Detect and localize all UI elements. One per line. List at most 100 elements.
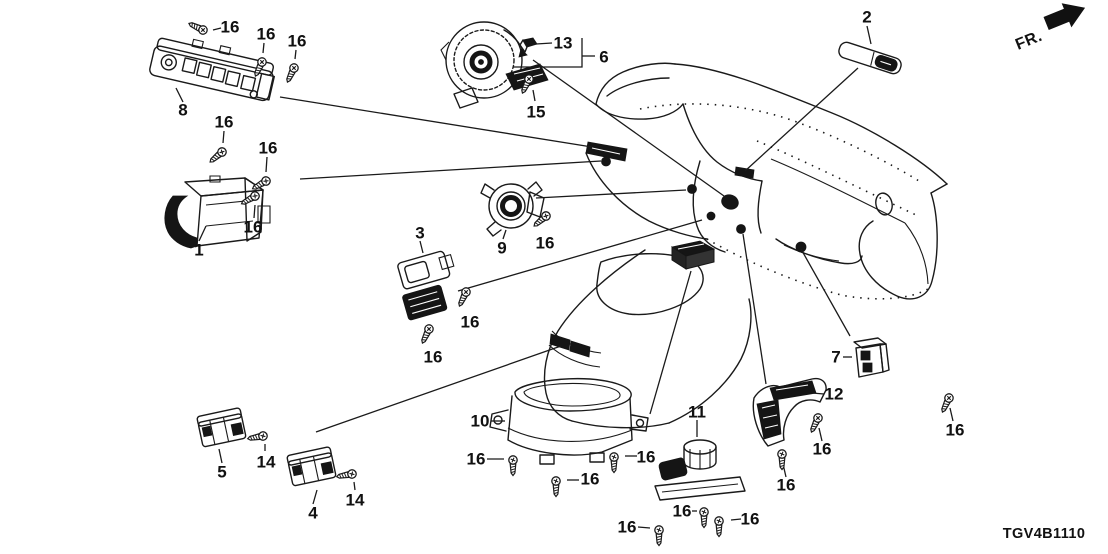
fr-arrow-icon (1043, 3, 1086, 31)
switch-location-7 (796, 242, 806, 252)
fr-direction: FR. (1013, 3, 1086, 54)
part-label-16: 16 (777, 476, 796, 495)
part-label-16: 16 (424, 348, 443, 367)
screw-icon (806, 411, 825, 435)
leader-line (223, 131, 224, 143)
screw-icon (508, 455, 518, 477)
part-label-16: 16 (467, 450, 486, 469)
fr-label: FR. (1013, 28, 1045, 54)
part-label-7: 7 (831, 348, 840, 367)
leader-line (300, 161, 601, 179)
part-5-switch (197, 408, 246, 447)
part-6-rotary-knob (441, 22, 548, 108)
screw-icon (530, 209, 553, 230)
leader-line (536, 190, 686, 198)
leader-line (458, 220, 702, 291)
leader-line (354, 482, 355, 490)
leader-line (650, 271, 691, 414)
leader-line (213, 28, 221, 30)
screw-icon (246, 430, 269, 444)
part-label-16: 16 (946, 421, 965, 440)
screw-icon (454, 285, 473, 309)
leader-line (263, 43, 264, 53)
part-label-16: 16 (288, 32, 307, 51)
leader-line (867, 26, 871, 44)
part-label-16: 16 (741, 510, 760, 529)
leader-line (313, 490, 317, 504)
part-label-11: 11 (688, 403, 706, 422)
dashboard-drawing (586, 63, 947, 299)
part-4-switch (287, 447, 336, 486)
part-label-16: 16 (618, 518, 637, 537)
part-11-selector-knob (655, 440, 745, 500)
hazard-switch-location (735, 167, 754, 178)
part-label-3: 3 (415, 224, 424, 243)
part-label-4: 4 (308, 504, 318, 523)
part-label-16: 16 (244, 218, 263, 237)
diagram-code: TGV4B1110 (1003, 526, 1086, 542)
leader-line (316, 346, 561, 432)
part-label-16: 16 (215, 113, 234, 132)
driver-knob-location (602, 157, 611, 166)
screw-icon (654, 525, 664, 547)
shift-module-location (672, 241, 714, 269)
leader-line (743, 234, 766, 384)
switch-location-9 (688, 185, 697, 194)
leader-line (420, 241, 423, 253)
console-switch-slot-a (550, 334, 570, 350)
screw-icon (937, 391, 956, 415)
part-7-switch (854, 338, 889, 377)
part-label-16: 16 (637, 448, 656, 467)
leader-line (533, 90, 535, 101)
part-label-16: 16 (461, 313, 480, 332)
part-label-16: 16 (257, 25, 276, 44)
screw-icon (777, 449, 787, 471)
switch-location-12 (737, 225, 746, 234)
part-label-16: 16 (581, 470, 600, 489)
part-label-16: 16 (536, 234, 555, 253)
leader-line (950, 408, 953, 421)
leader-line (745, 68, 858, 171)
console-switch-slot-b (570, 341, 590, 357)
leader-line (295, 50, 296, 59)
leader-line (219, 449, 222, 463)
part-3-switch-assy (393, 249, 465, 321)
part-8-switch-bank (149, 31, 279, 102)
switch-location-3 (707, 212, 715, 220)
screw-icon (714, 516, 724, 538)
screws (186, 18, 956, 547)
part-label-5: 5 (217, 463, 226, 482)
leader-line (254, 205, 255, 218)
screw-icon (551, 476, 561, 498)
part-1-switch-housing (165, 176, 270, 248)
part-label-1: 1 (194, 241, 203, 260)
leader-line (280, 97, 592, 147)
screw-icon (417, 322, 436, 346)
part-label-13: 13 (554, 34, 573, 53)
part-label-15: 15 (527, 103, 546, 122)
label-bracket (513, 38, 582, 67)
part-label-14: 14 (257, 453, 276, 472)
part-2-switch (837, 41, 903, 76)
screw-icon (335, 468, 358, 482)
screw-icon (282, 61, 301, 85)
leader-line (176, 88, 183, 102)
part-label-9: 9 (497, 239, 506, 258)
part-label-12: 12 (825, 385, 844, 404)
part-10-select-switch-assy (490, 379, 648, 464)
leader-lines (176, 26, 953, 528)
part-label-2: 2 (862, 8, 871, 27)
part-label-6: 6 (599, 48, 608, 67)
leader-line (638, 527, 650, 528)
screw-icon (699, 507, 709, 529)
leader-line (819, 428, 822, 441)
part-label-14: 14 (346, 491, 365, 510)
part-12-bracket-switch (753, 379, 826, 446)
part-9-round-switch (481, 182, 544, 236)
part-label-16: 16 (813, 440, 832, 459)
screw-icon (609, 452, 619, 474)
screw-icon (206, 145, 229, 166)
